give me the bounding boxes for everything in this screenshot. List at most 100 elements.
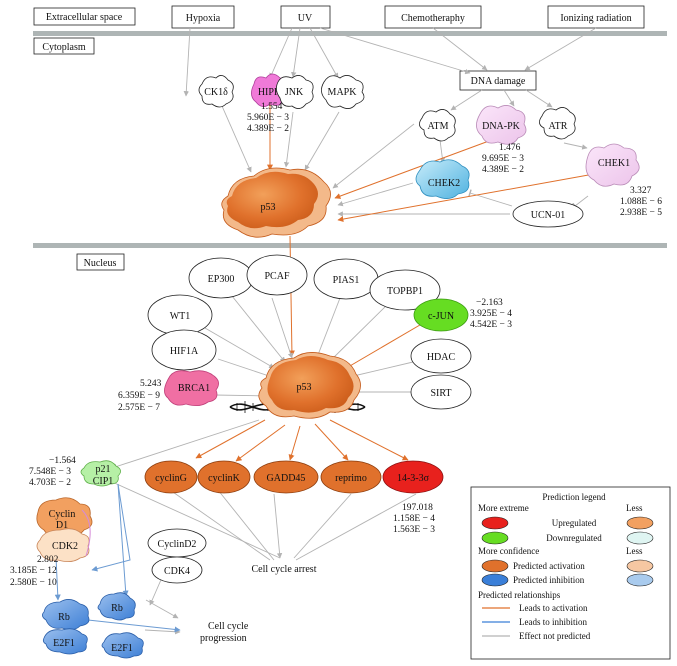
legend-less-2: Less — [626, 546, 643, 556]
hif1a-label: HIF1A — [170, 346, 199, 357]
14-3-3-sigma-node — [382, 460, 444, 494]
e2f1-node-2 — [101, 632, 144, 659]
ck1-label: CK1δ — [204, 87, 228, 98]
p21-label: p21 — [96, 464, 111, 475]
c-jun-pvalue: 3.925E − 4 — [470, 309, 512, 319]
cdk2-fdr: 2.580E − 10 — [10, 578, 57, 588]
p53-cytoplasm-node: p53 — [221, 167, 331, 238]
pias1-label: PIAS1 — [333, 275, 360, 286]
14-3-3-sigma-fdr: 1.563E − 3 — [393, 525, 435, 535]
sirt-node — [410, 374, 472, 410]
chek1-label: CHEK1 — [598, 158, 630, 169]
cell-cycle-arrest-label: Cell cycle arrest — [252, 564, 317, 575]
cytoplasm-orange-edges — [267, 104, 595, 357]
nucleus-orange-edges — [195, 321, 426, 462]
legend-downregulated-swatch — [481, 531, 509, 545]
legend-effect-not-predicted: Effect not predicted — [519, 631, 591, 641]
ionizing-radiation-label: Ionizing radiation — [560, 13, 631, 24]
p21-fold-change: −1.564 — [49, 456, 76, 466]
p21-fdr: 4.703E − 2 — [29, 478, 71, 488]
brca1-label: BRCA1 — [178, 383, 210, 394]
chek1-fdr: 2.938E − 5 — [620, 208, 662, 218]
legend-activation-less-swatch — [626, 559, 654, 573]
mapk-node — [321, 75, 365, 109]
cdk4-node — [151, 556, 203, 584]
p21-pvalue: 7.548E − 3 — [29, 467, 71, 477]
brca1-node — [164, 370, 219, 406]
legend-less-1: Less — [626, 503, 643, 513]
c-jun-node — [413, 298, 469, 332]
cell-cycle-progression-label-1: Cell cycle — [208, 621, 249, 632]
cdk2-label: CDK2 — [52, 541, 78, 552]
p53-nucleus-node: p53 — [258, 352, 361, 419]
topbp1-label: TOPBP1 — [387, 286, 423, 297]
atr-node — [539, 107, 576, 140]
chek2-node — [415, 159, 470, 199]
nuclear-membrane — [33, 243, 667, 248]
rb2-label: Rb — [111, 603, 123, 614]
rb-e2f1-complex-2: Rb E2F1 — [97, 592, 144, 659]
mapk-label: MAPK — [328, 87, 358, 98]
prediction-legend: Prediction legend More extreme Less Upre… — [470, 486, 671, 660]
cyclin-d1-node — [36, 497, 93, 538]
legend-title: Prediction legend — [542, 492, 606, 502]
legend-inhibition-swatch — [481, 573, 509, 587]
c-jun-label: c-JUN — [428, 311, 454, 322]
legend-downregulated: Downregulated — [546, 533, 602, 543]
hipk2-label: HIPK2 — [258, 87, 286, 98]
ucn-01-label: UCN-01 — [531, 210, 565, 221]
rb1-label: Rb — [58, 612, 70, 623]
nucleus-label-box — [76, 253, 125, 271]
ep300-label: EP300 — [208, 274, 235, 285]
ucn-01-node — [512, 200, 584, 228]
cycling-label: cyclinG — [155, 473, 187, 484]
chek1-pvalue: 1.088E − 6 — [620, 197, 662, 207]
gadd45-label: GADD45 — [267, 473, 306, 484]
ck1-node — [198, 75, 234, 108]
legend-leads-inhibition: Leads to inhibition — [519, 617, 587, 627]
topbp1-node — [369, 269, 441, 311]
legend-predicted-relationships: Predicted relationships — [478, 590, 561, 600]
cdk2-pvalue: 3.185E − 12 — [10, 566, 57, 576]
cytoplasm-label: Cytoplasm — [42, 42, 86, 53]
pcaf-label: PCAF — [264, 271, 289, 282]
cyclin-d1-label-2: D1 — [56, 520, 68, 531]
hipk2-fdr: 4.389E − 2 — [247, 124, 289, 134]
e2f1-node-1 — [42, 628, 88, 655]
legend-more-confidence: More confidence — [478, 546, 539, 556]
e2f1-label-2: E2F1 — [111, 643, 133, 654]
p53-nucleus-label: p53 — [297, 382, 312, 393]
cytoplasm-label-box — [33, 37, 95, 55]
legend-predicted-inhibition: Predicted inhibition — [513, 575, 585, 585]
uv-node — [280, 5, 331, 29]
brca1-pvalue: 6.359E − 9 — [118, 391, 160, 401]
cip1-label: CIP1 — [93, 476, 114, 487]
dna-pk-fold-change: 1.476 — [499, 143, 521, 153]
cyclink-label: cyclinK — [208, 473, 240, 484]
cytoplasm-gray-edges — [183, 27, 597, 217]
c-jun-fold-change: −2.163 — [476, 298, 503, 308]
sirt-label: SIRT — [430, 388, 451, 399]
jnk-label: JNK — [285, 87, 304, 98]
dna-pk-label: DNA-PK — [482, 121, 521, 132]
rb2-node — [97, 592, 136, 621]
atm-node — [419, 109, 456, 142]
cyclin-d1-label-1: Cyclin — [49, 509, 76, 520]
hypoxia-node — [171, 5, 235, 29]
jnk-node — [276, 75, 314, 109]
14-3-3-sigma-pvalue: 1.158E − 4 — [393, 514, 435, 524]
pcaf-node — [246, 254, 308, 296]
nucleus-label: Nucleus — [84, 258, 117, 269]
dna-damage-label: DNA damage — [471, 76, 526, 87]
dna-damage-node — [459, 70, 537, 91]
extracellular-label: Extracellular space — [46, 12, 123, 23]
chek1-node — [585, 143, 640, 187]
legend-box — [470, 486, 671, 660]
legend-leads-activation: Leads to activation — [519, 603, 588, 613]
gadd45-node — [253, 460, 319, 494]
cdk2-node — [36, 528, 90, 562]
e2f1-label-1: E2F1 — [53, 638, 75, 649]
14-3-3-sigma-label: 14-3-3σ — [397, 473, 430, 484]
p53-cytoplasm-label: p53 — [261, 202, 276, 213]
